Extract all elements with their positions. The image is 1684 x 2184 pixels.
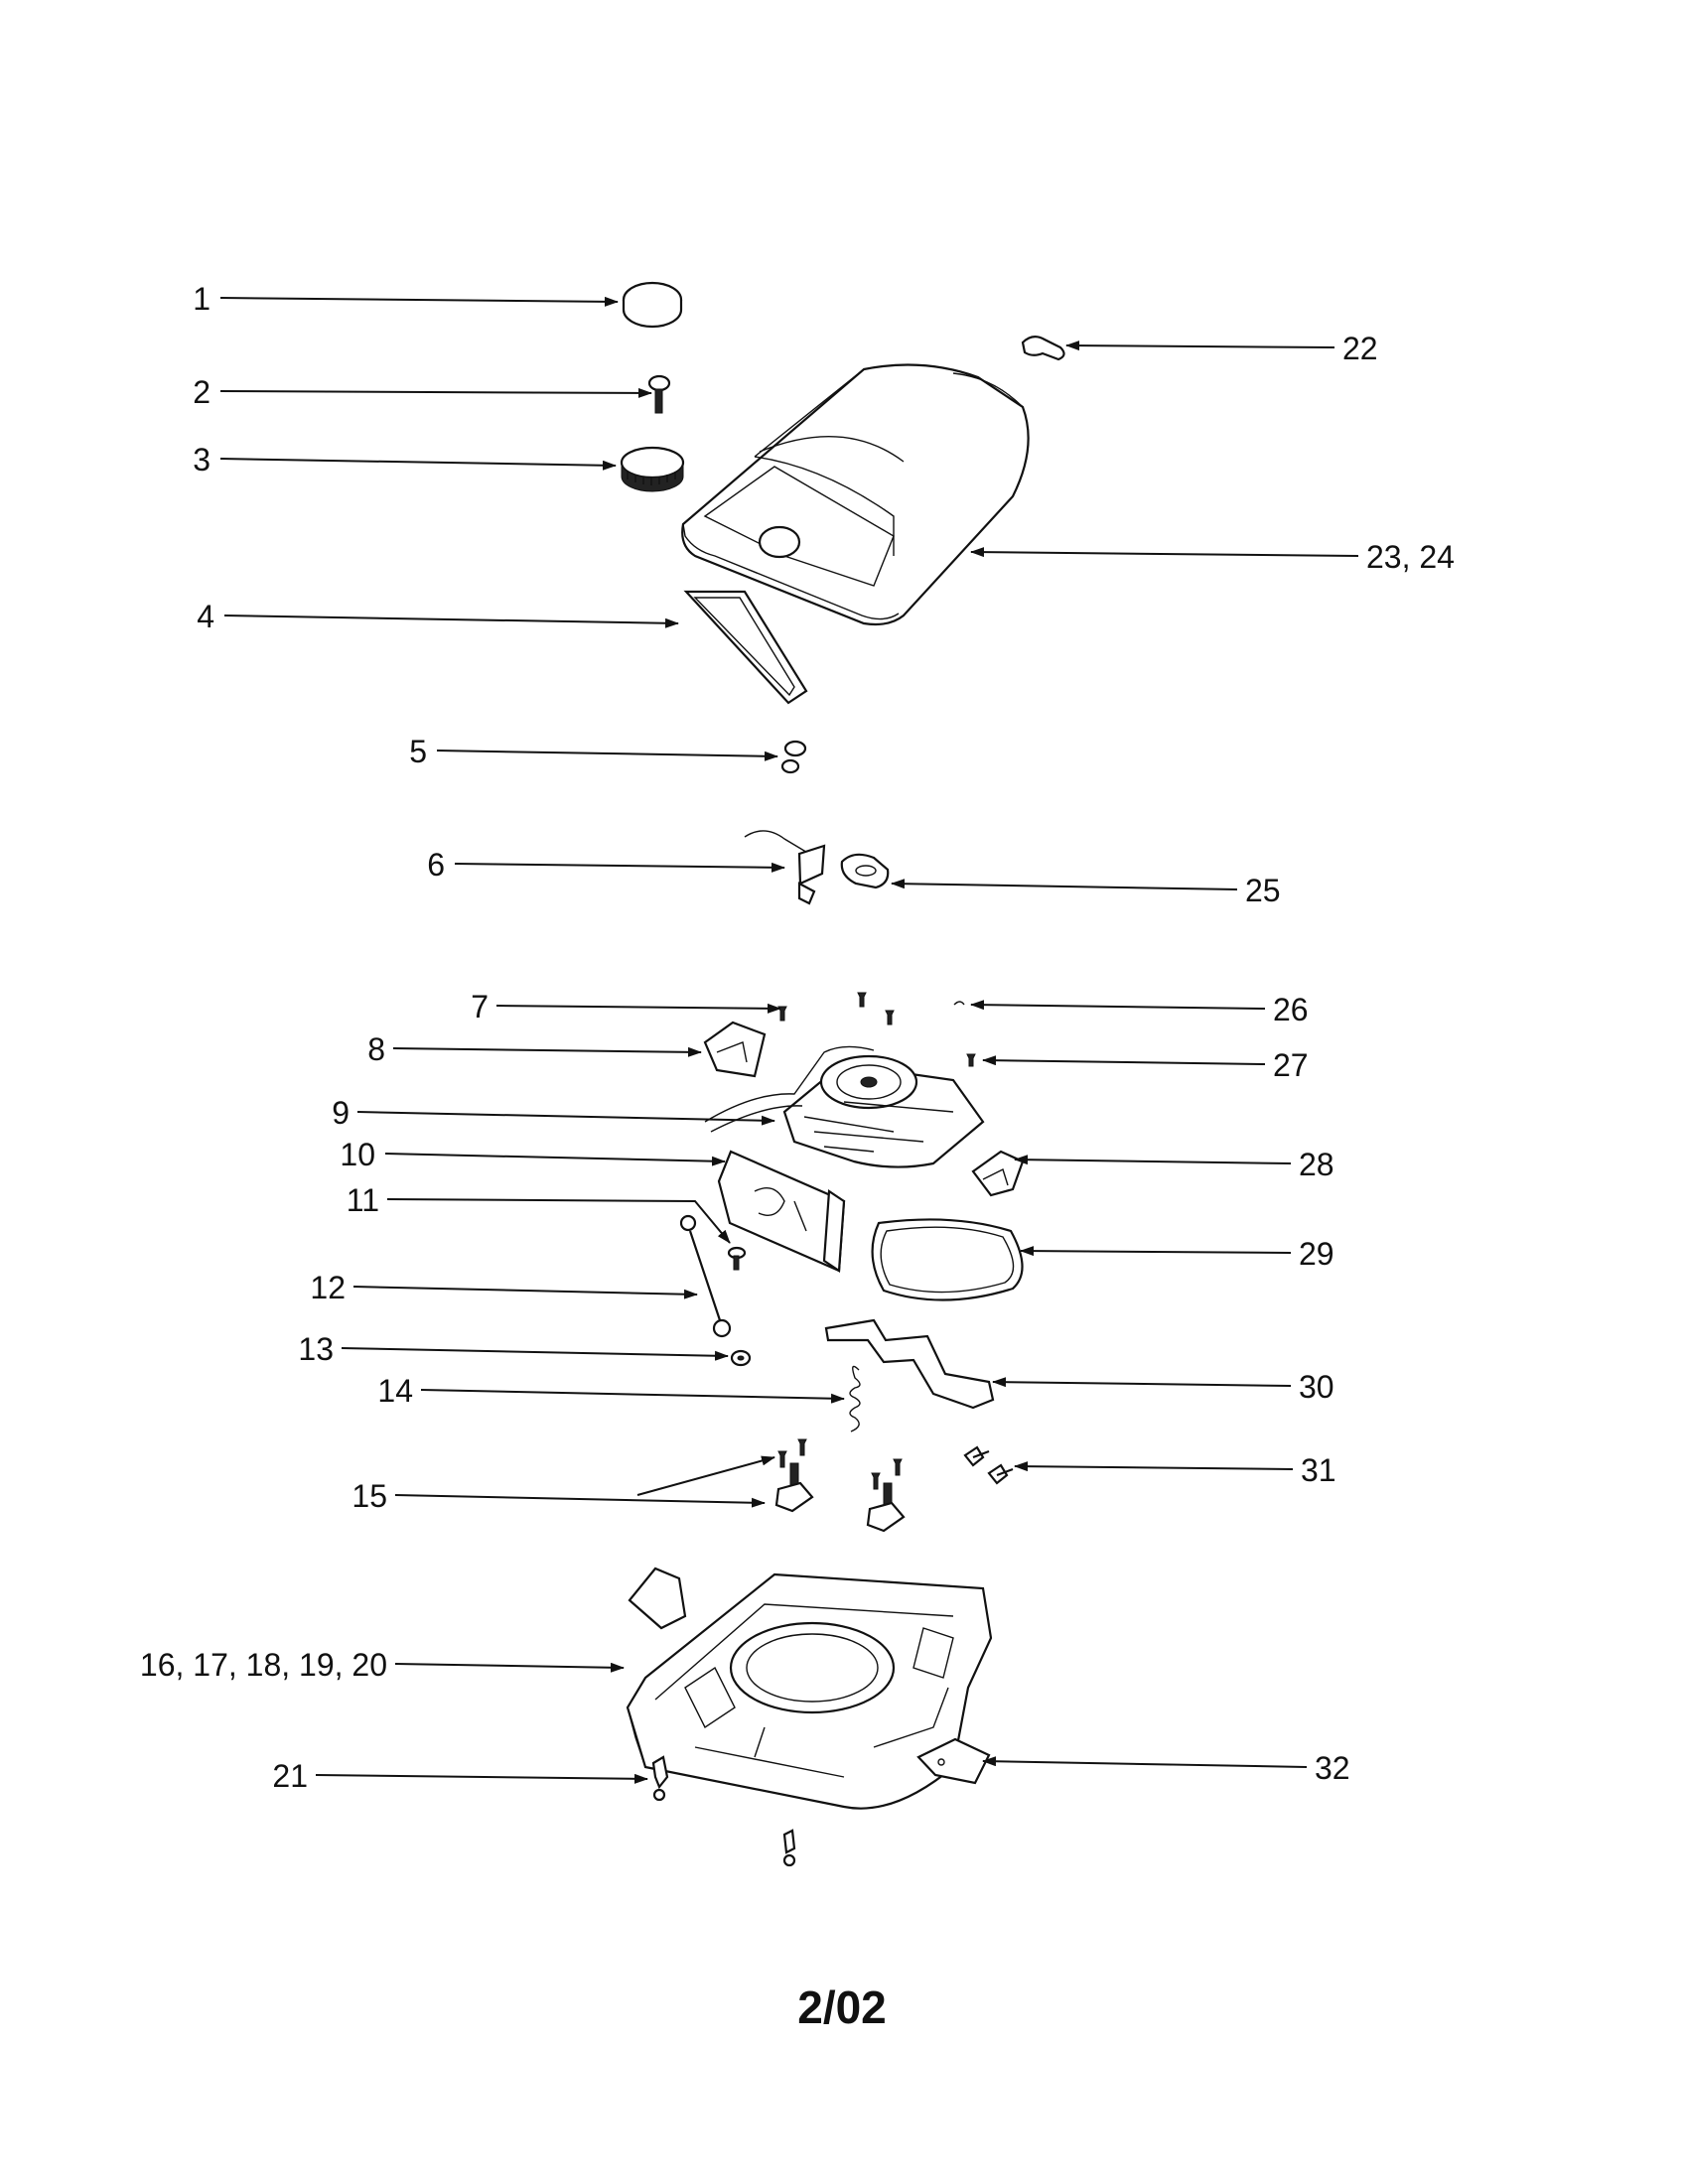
part-4-window	[683, 590, 808, 705]
leader-16-20	[394, 1662, 625, 1673]
callout-23-24: 23, 24	[1366, 539, 1455, 575]
part-14-spring	[849, 1365, 861, 1433]
part-15-brackets	[774, 1438, 906, 1533]
callout-15: 15	[351, 1478, 387, 1514]
callout-3: 3	[193, 442, 210, 478]
leader-9	[356, 1111, 775, 1126]
leader-14	[420, 1389, 845, 1404]
callout-labels: 1 2 3 4 5 6 7 8 9 10 11 12 13 14 15 16, …	[140, 281, 1455, 1794]
part-21-bracket	[651, 1755, 796, 1867]
leader-22	[1065, 341, 1335, 351]
callout-6: 6	[427, 847, 445, 883]
leader-11	[386, 1198, 731, 1244]
leader-7	[495, 1003, 781, 1014]
part-3-knob	[620, 446, 685, 492]
leader-23-24	[970, 547, 1359, 558]
callout-14: 14	[377, 1373, 413, 1409]
part-12-rod	[679, 1214, 732, 1338]
callout-4: 4	[197, 599, 214, 634]
callout-13: 13	[298, 1331, 334, 1367]
leader-12	[352, 1286, 698, 1299]
leader-27	[982, 1055, 1266, 1066]
part-25-grommet	[840, 853, 890, 889]
part-8-switch	[703, 1021, 767, 1078]
leader-32	[982, 1756, 1308, 1768]
part-27-screw	[966, 1053, 976, 1067]
callout-29: 29	[1299, 1236, 1334, 1272]
part-31-bolts	[963, 1445, 1014, 1485]
callout-2: 2	[193, 374, 210, 410]
callout-31: 31	[1301, 1452, 1336, 1488]
part-2-screw	[647, 374, 671, 414]
leader-31	[1014, 1461, 1294, 1472]
callout-27: 27	[1273, 1047, 1309, 1083]
part-1-cap	[622, 281, 683, 329]
page-footer-date: 2/02	[797, 1981, 887, 2033]
callout-21: 21	[272, 1758, 308, 1794]
leader-4	[223, 614, 679, 628]
part-16-20-base	[626, 1567, 993, 1810]
leader-13	[341, 1347, 729, 1361]
part-5-bushing	[780, 740, 807, 774]
leader-15a	[394, 1494, 766, 1508]
part-7-screws	[777, 992, 895, 1025]
leader-8	[392, 1046, 702, 1057]
callout-10: 10	[340, 1137, 375, 1172]
callout-9: 9	[332, 1095, 350, 1131]
part-26-clip	[953, 1001, 965, 1006]
part-28-bracket	[971, 1150, 1025, 1197]
leader-10	[384, 1153, 726, 1166]
leader-30	[992, 1377, 1292, 1388]
leader-6	[454, 862, 785, 873]
leader-28	[1014, 1155, 1292, 1165]
leader-26	[970, 1000, 1266, 1011]
part-30-lever	[824, 1318, 995, 1410]
callout-8: 8	[367, 1031, 385, 1067]
leader-5	[436, 750, 778, 761]
part-32-plate	[916, 1737, 991, 1785]
callout-12: 12	[310, 1270, 346, 1305]
part-22-clip	[1021, 336, 1065, 361]
callout-22: 22	[1342, 331, 1378, 366]
callout-11: 11	[347, 1182, 379, 1218]
leader-lines	[219, 296, 1359, 1784]
part-10-bracket-plate	[717, 1150, 846, 1273]
callout-26: 26	[1273, 992, 1309, 1027]
part-6-bracket	[744, 830, 826, 905]
part-29-belt	[871, 1218, 1024, 1301]
leader-29	[1020, 1246, 1292, 1257]
callout-16-20: 16, 17, 18, 19, 20	[140, 1647, 387, 1683]
callout-5: 5	[409, 734, 427, 769]
callout-25: 25	[1245, 873, 1281, 908]
part-11-screw	[727, 1246, 747, 1271]
leader-21	[315, 1773, 648, 1784]
leader-2	[219, 387, 652, 398]
callout-1: 1	[193, 281, 210, 317]
callout-7: 7	[471, 989, 489, 1024]
callout-28: 28	[1299, 1147, 1334, 1182]
leader-3	[219, 458, 617, 471]
leader-15b	[636, 1455, 775, 1496]
leader-1	[219, 296, 619, 307]
part-23-24-cover	[681, 363, 1030, 626]
leader-25	[891, 879, 1238, 890]
part-9-motor-plate	[704, 1045, 985, 1168]
part-13-nut	[730, 1349, 752, 1367]
callout-30: 30	[1299, 1369, 1334, 1405]
callout-32: 32	[1315, 1750, 1350, 1786]
